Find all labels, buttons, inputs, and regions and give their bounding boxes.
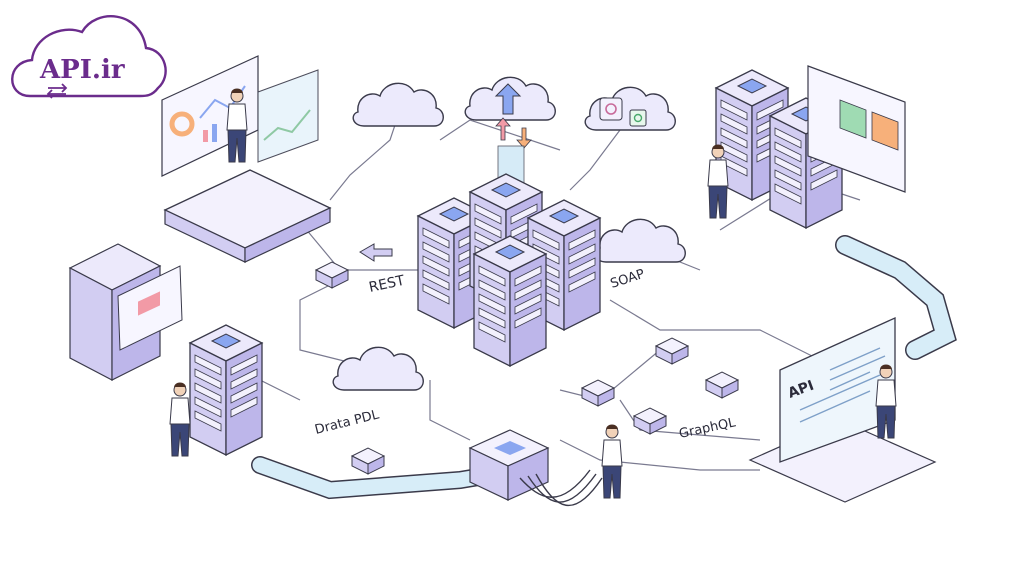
server-icon	[189, 324, 263, 456]
dashboard-platform	[161, 55, 332, 263]
connector-icon	[581, 379, 615, 407]
server-icon	[473, 235, 547, 367]
hub-box	[468, 429, 550, 501]
arrow-icon	[359, 243, 393, 262]
cable-bundle	[519, 469, 603, 507]
logo-text: API.ir	[39, 55, 125, 85]
api-ir-logo: API.ir	[11, 15, 167, 99]
connector-icon	[705, 371, 739, 399]
side-server-unit	[68, 243, 183, 381]
soap-label: SOAP	[609, 267, 647, 292]
cloud-icon	[332, 346, 424, 391]
rest-label: REST	[368, 273, 407, 296]
connector-icon	[351, 447, 385, 475]
crouching-technician	[601, 424, 623, 499]
connector-icon	[655, 337, 689, 365]
api-terminal	[748, 316, 937, 503]
cloud-icon	[352, 82, 444, 127]
technician-person	[169, 382, 191, 457]
cloud-icon	[594, 218, 686, 263]
connector-icon	[315, 261, 349, 289]
dashboard-board	[807, 65, 906, 193]
data-pdl-label: Drata PDL	[313, 407, 381, 438]
swap-arrows-icon	[46, 83, 68, 99]
gear-icon	[599, 97, 647, 127]
connector-icon	[633, 407, 667, 435]
